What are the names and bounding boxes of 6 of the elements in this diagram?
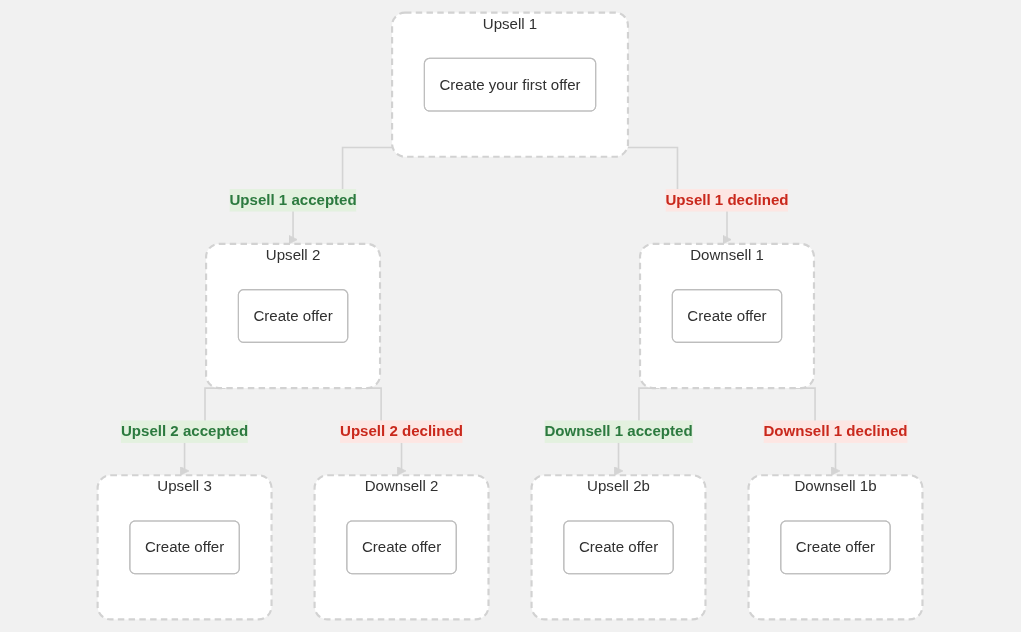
edge-label: Downsell 1 accepted (544, 422, 694, 440)
edge-label: Upsell 2 declined (340, 422, 464, 440)
edge-label: Upsell 1 declined (665, 191, 789, 209)
edge-label: Downsell 1 declined (763, 422, 908, 440)
edge-label: Upsell 2 accepted (121, 422, 249, 440)
edge-label: Upsell 1 accepted (229, 191, 358, 209)
